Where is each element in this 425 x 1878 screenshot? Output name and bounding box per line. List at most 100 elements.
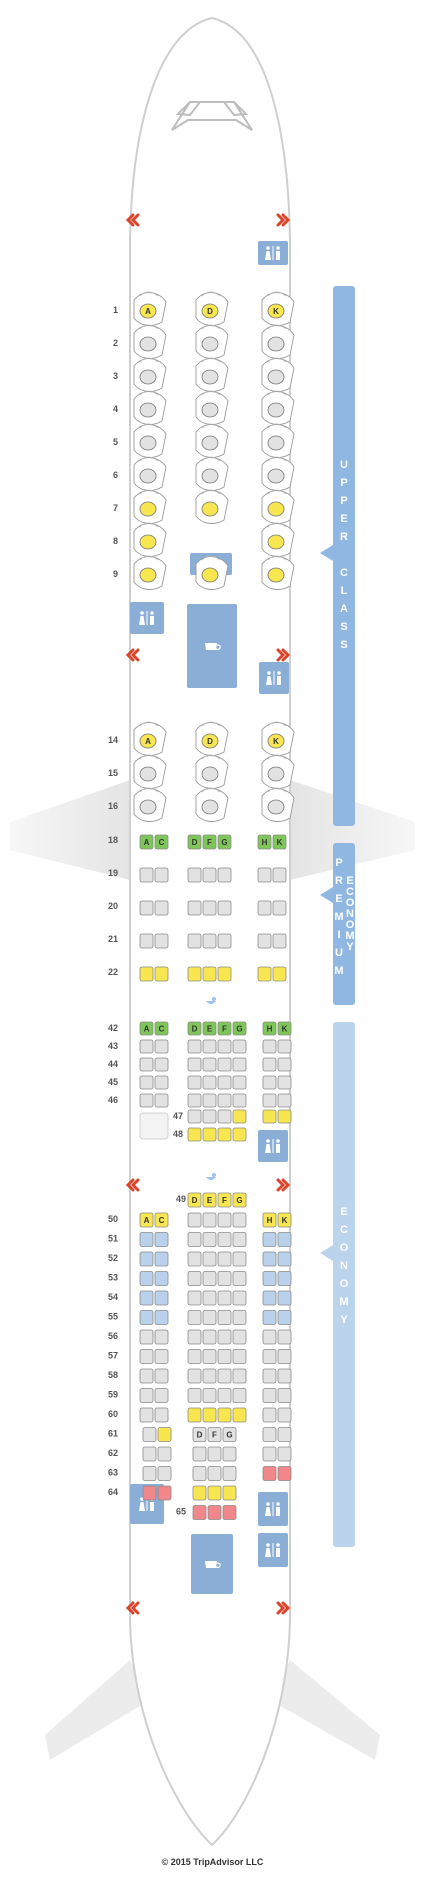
seat[interactable] [142, 1446, 157, 1462]
upper-class-suite[interactable]: D [195, 721, 229, 756]
seat[interactable] [232, 1232, 247, 1247]
seat[interactable] [154, 1329, 169, 1345]
seat[interactable] [217, 1093, 232, 1108]
seat[interactable] [139, 1271, 154, 1286]
upper-class-suite[interactable]: K [261, 721, 295, 756]
seat[interactable] [154, 1057, 169, 1072]
seat-G[interactable] [232, 1192, 247, 1208]
seat[interactable] [217, 1368, 232, 1384]
seat-K[interactable] [277, 1212, 292, 1228]
seat[interactable] [202, 1251, 217, 1267]
seat[interactable] [157, 1427, 172, 1442]
seat[interactable] [217, 1039, 232, 1054]
seat[interactable] [262, 1057, 277, 1072]
seat[interactable] [277, 1310, 292, 1325]
seat[interactable] [277, 1446, 292, 1462]
seat[interactable] [272, 900, 287, 916]
seat[interactable] [262, 1290, 277, 1306]
seat[interactable] [207, 1505, 222, 1520]
seat[interactable] [139, 1349, 154, 1364]
seat-F[interactable] [202, 834, 217, 850]
seat[interactable] [202, 1057, 217, 1072]
upper-class-suite[interactable] [133, 522, 167, 557]
seat[interactable] [142, 1427, 157, 1442]
seat[interactable] [262, 1388, 277, 1403]
seat[interactable] [202, 1310, 217, 1325]
seat[interactable] [232, 1093, 247, 1108]
seat[interactable] [232, 1271, 247, 1286]
seat[interactable] [262, 1232, 277, 1247]
seat[interactable] [187, 1109, 202, 1124]
seat[interactable] [202, 1232, 217, 1247]
seat[interactable] [217, 1310, 232, 1325]
seat[interactable] [139, 1039, 154, 1054]
seat[interactable] [154, 1271, 169, 1286]
seat-F[interactable] [217, 1192, 232, 1208]
seat[interactable] [139, 1057, 154, 1072]
seat[interactable] [222, 1485, 237, 1501]
seat[interactable] [187, 1329, 202, 1345]
seat[interactable] [232, 1349, 247, 1364]
seat[interactable] [277, 1329, 292, 1345]
seat[interactable] [202, 1271, 217, 1286]
seat[interactable] [232, 1057, 247, 1072]
seat[interactable] [207, 1466, 222, 1481]
seat[interactable] [262, 1466, 277, 1481]
seat[interactable] [139, 1251, 154, 1267]
seat-H[interactable] [262, 1021, 277, 1036]
seat-A[interactable] [139, 834, 154, 850]
seat[interactable] [277, 1109, 292, 1124]
seat-H[interactable] [257, 834, 272, 850]
seat[interactable] [187, 933, 202, 949]
seat[interactable] [202, 900, 217, 916]
seat[interactable] [139, 1093, 154, 1108]
seat[interactable] [139, 900, 154, 916]
seat[interactable] [187, 1271, 202, 1286]
seat[interactable] [187, 900, 202, 916]
seat[interactable] [257, 966, 272, 982]
seat[interactable] [154, 1388, 169, 1403]
seat[interactable] [202, 1290, 217, 1306]
seat[interactable] [202, 1075, 217, 1090]
upper-class-suite[interactable] [195, 324, 229, 359]
seat-G[interactable] [217, 834, 232, 850]
seat[interactable] [187, 966, 202, 982]
seat-D[interactable] [192, 1427, 207, 1442]
upper-class-suite[interactable] [133, 390, 167, 425]
seat-K[interactable] [277, 1021, 292, 1036]
upper-class-suite[interactable] [195, 754, 229, 789]
seat[interactable] [217, 1075, 232, 1090]
seat[interactable] [139, 966, 154, 982]
seat[interactable] [262, 1251, 277, 1267]
upper-class-suite[interactable] [261, 456, 295, 491]
seat[interactable] [217, 1127, 232, 1142]
seat[interactable] [139, 1368, 154, 1384]
seat[interactable] [154, 1232, 169, 1247]
upper-class-suite[interactable] [195, 787, 229, 822]
seat[interactable] [139, 1232, 154, 1247]
seat[interactable] [202, 1127, 217, 1142]
seat[interactable] [257, 933, 272, 949]
seat[interactable] [262, 1109, 277, 1124]
upper-class-suite[interactable] [261, 423, 295, 458]
seat-C[interactable] [154, 1212, 169, 1228]
seat[interactable] [157, 1485, 172, 1501]
seat[interactable] [277, 1388, 292, 1403]
seat[interactable] [232, 1388, 247, 1403]
seat[interactable] [154, 867, 169, 883]
seat[interactable] [232, 1407, 247, 1423]
seat[interactable] [277, 1251, 292, 1267]
upper-class-suite[interactable] [133, 754, 167, 789]
seat[interactable] [232, 1127, 247, 1142]
seat[interactable] [154, 1368, 169, 1384]
seat-A[interactable] [139, 1212, 154, 1228]
seat[interactable] [187, 867, 202, 883]
seat[interactable] [277, 1368, 292, 1384]
seat[interactable] [202, 1349, 217, 1364]
upper-class-suite[interactable] [261, 555, 295, 590]
seat[interactable] [222, 1505, 237, 1520]
seat[interactable] [217, 1212, 232, 1228]
seat[interactable] [277, 1093, 292, 1108]
upper-class-suite[interactable] [133, 489, 167, 524]
seat[interactable] [187, 1093, 202, 1108]
